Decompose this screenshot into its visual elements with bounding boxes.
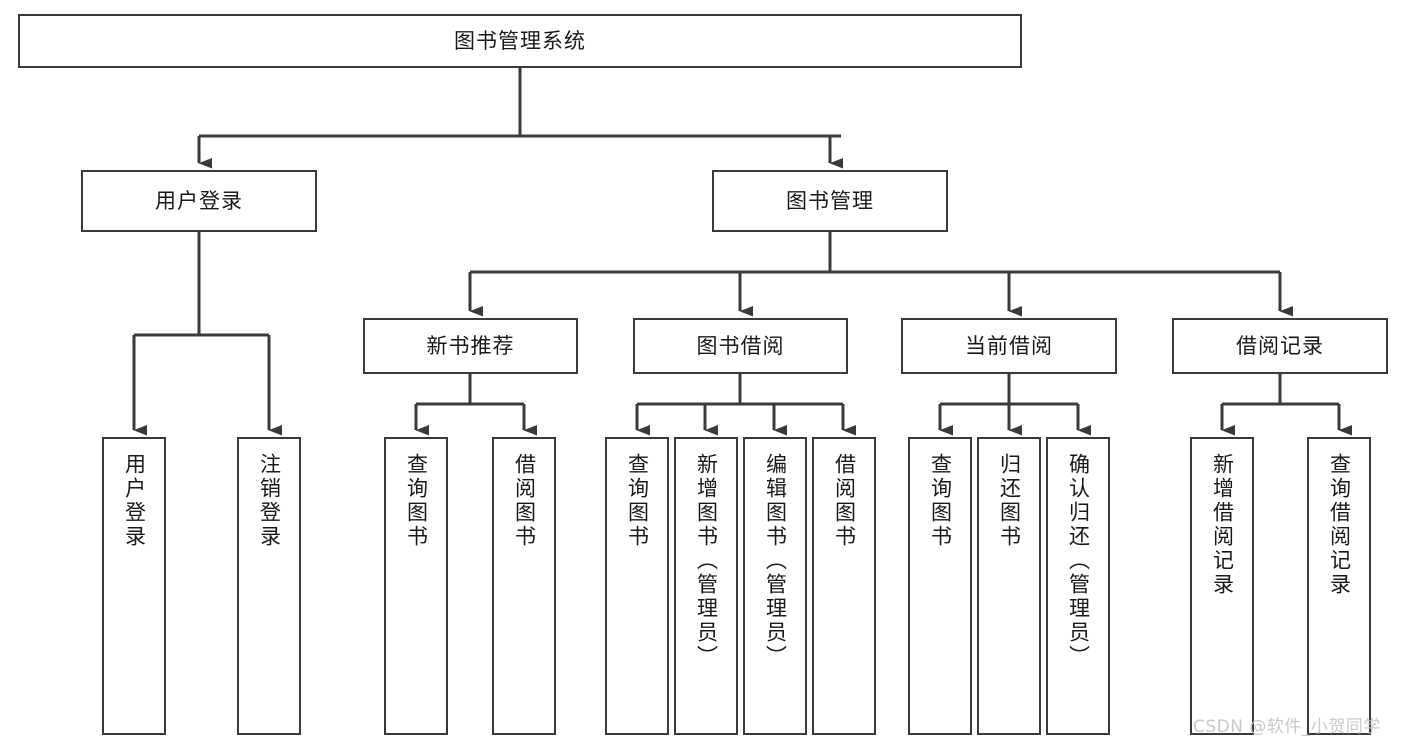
node-current-borrow[interactable]: 当前借阅: [901, 318, 1117, 374]
leaf-add-borrow-record[interactable]: 新增借阅记录: [1190, 437, 1254, 735]
leaf-query-borrow-record[interactable]: 查询借阅记录: [1307, 437, 1371, 735]
leaf-logout[interactable]: 注销登录: [237, 437, 301, 735]
leaf-query-book-current[interactable]: 查询图书: [908, 437, 972, 735]
leaf-confirm-return-admin[interactable]: 确认归还（管理员）: [1046, 437, 1110, 735]
node-book-borrow[interactable]: 图书借阅: [633, 318, 848, 374]
node-label: 借阅图书: [832, 453, 857, 549]
leaf-query-book-recommendation[interactable]: 查询图书: [384, 437, 448, 735]
node-label: 图书管理: [786, 188, 874, 213]
node-book-management[interactable]: 图书管理: [712, 170, 948, 232]
node-new-book-recommendation[interactable]: 新书推荐: [363, 318, 578, 374]
node-label: 注销登录: [257, 453, 282, 549]
leaf-borrow-book[interactable]: 借阅图书: [812, 437, 876, 735]
node-label: 借阅记录: [1236, 333, 1324, 358]
node-label: 查询图书: [404, 453, 429, 549]
watermark-text: CSDN @软件_小贺同学: [1193, 717, 1381, 737]
node-label: 图书借阅: [696, 333, 785, 358]
node-root-book-management-system[interactable]: 图书管理系统: [18, 14, 1022, 68]
node-label: 查询图书: [928, 453, 953, 549]
leaf-edit-book-admin[interactable]: 编辑图书（管理员）: [743, 437, 807, 735]
node-label: 新增图书（管理员）: [694, 453, 719, 669]
leaf-query-book[interactable]: 查询图书: [605, 437, 669, 735]
leaf-user-login[interactable]: 用户登录: [102, 437, 166, 735]
node-label: 借阅图书: [512, 453, 537, 549]
leaf-add-book-admin[interactable]: 新增图书（管理员）: [674, 437, 738, 735]
node-label: 归还图书: [997, 453, 1022, 549]
leaf-return-book[interactable]: 归还图书: [977, 437, 1041, 735]
node-user-login[interactable]: 用户登录: [81, 170, 317, 232]
node-label: 用户登录: [122, 453, 147, 549]
node-label: 查询图书: [625, 453, 650, 549]
node-label: 用户登录: [155, 188, 243, 213]
node-borrow-record[interactable]: 借阅记录: [1172, 318, 1388, 374]
node-label: 当前借阅: [965, 333, 1053, 358]
node-label: 查询借阅记录: [1327, 453, 1352, 597]
node-label: 确认归还（管理员）: [1066, 453, 1091, 669]
node-label: 新增借阅记录: [1210, 453, 1235, 597]
node-label: 编辑图书（管理员）: [763, 453, 788, 669]
leaf-borrow-book-recommendation[interactable]: 借阅图书: [492, 437, 556, 735]
node-label: 图书管理系统: [454, 28, 586, 53]
node-label: 新书推荐: [426, 333, 515, 358]
